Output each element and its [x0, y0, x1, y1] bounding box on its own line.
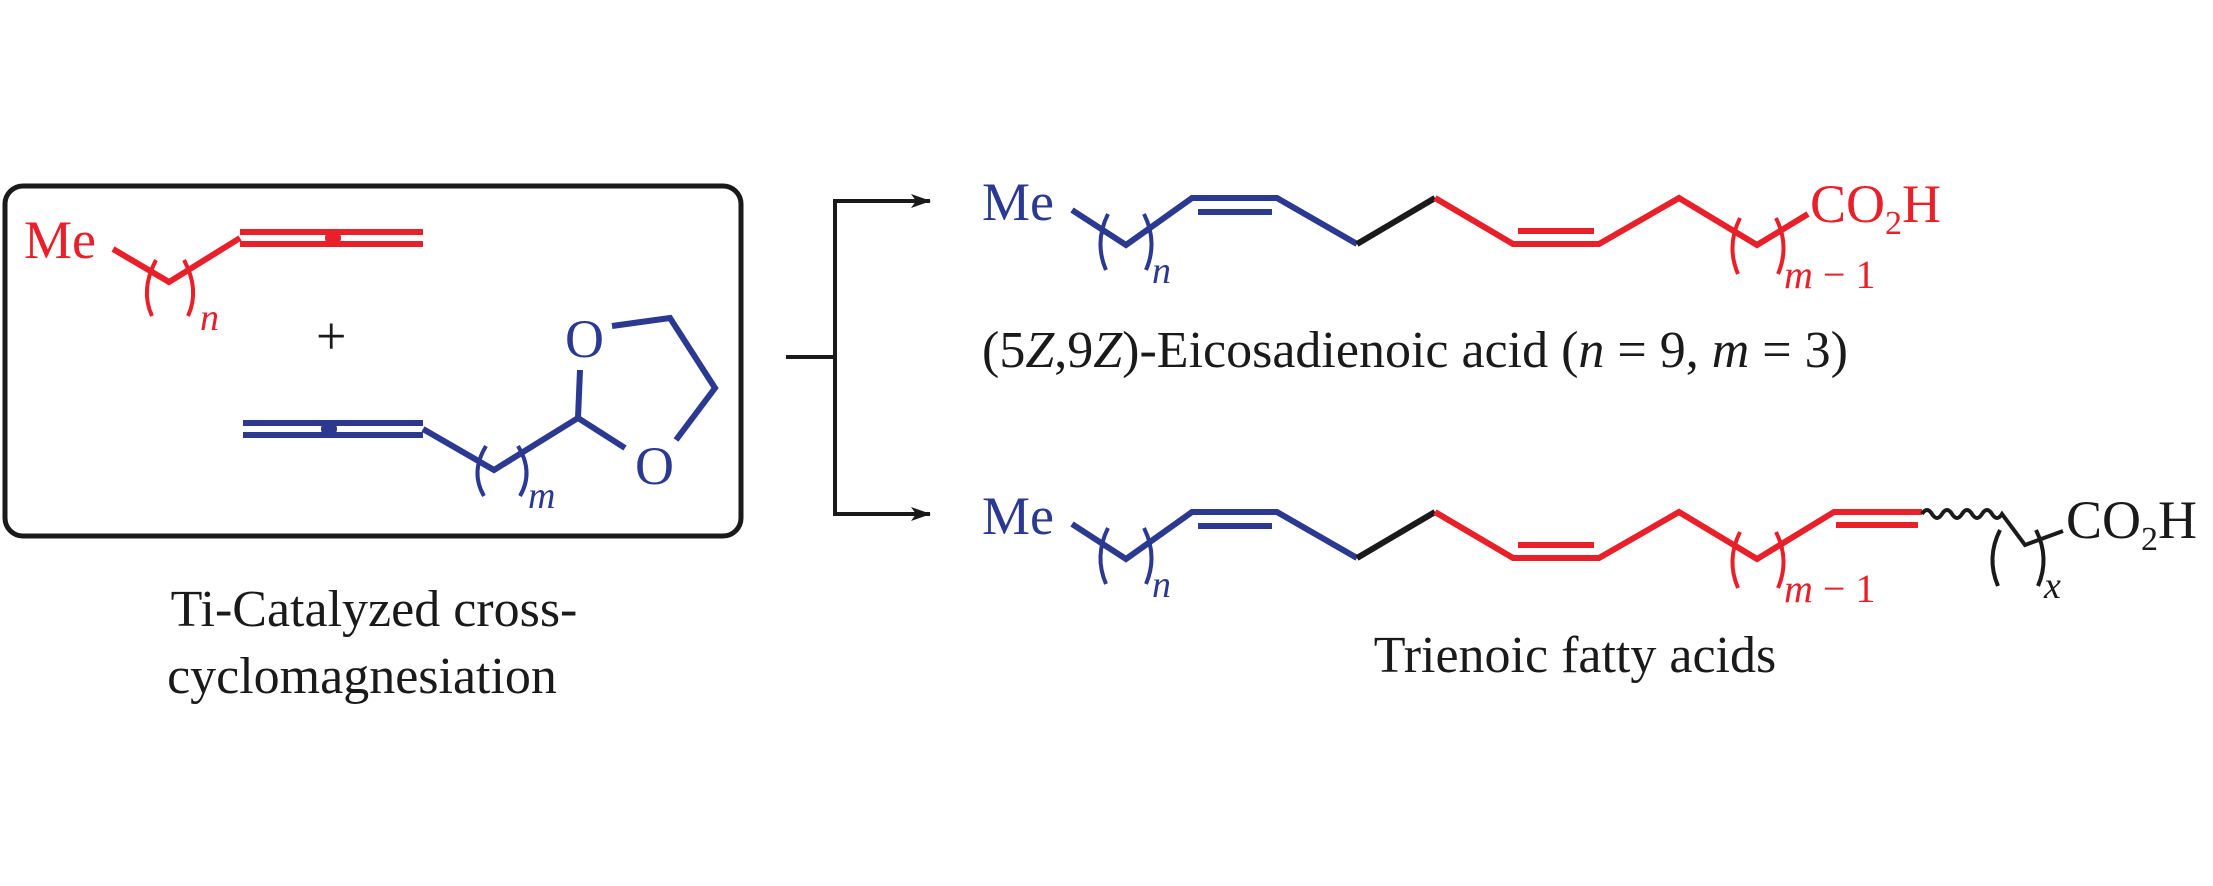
repeat-bracket-left: [1098, 213, 1110, 271]
oxygen-bottom-label: O: [635, 436, 674, 496]
acetal-bond: [575, 369, 583, 419]
reactant-caption-line2: cyclomagnesiation: [167, 648, 557, 705]
repeat-index-m-minus-1: m − 1: [1784, 252, 1875, 297]
reactant-alkyne-1: Me n: [24, 210, 423, 339]
methyl-label: Me: [24, 210, 96, 270]
reactive-center-dot: [325, 230, 341, 246]
red-chain: [1433, 194, 1810, 249]
repeat-bracket-left: [1098, 527, 1110, 585]
product-1-caption: (5Z,9Z)-Eicosadienoic acid (n = 9, m = 3…: [982, 322, 1848, 379]
blue-chain: [1070, 195, 1359, 249]
carboxylic-acid-label: CO2H: [1810, 174, 1941, 242]
reactant-caption-line1: Ti-Catalyzed cross-: [171, 581, 578, 638]
reactant-alkyne-2: O O m: [243, 309, 719, 517]
dioxolane-ring: [611, 314, 719, 442]
product-2-trienoic-fatty-acids: Me n m − 1 x CO2H: [982, 486, 2197, 611]
reactive-center-dot: [321, 421, 337, 437]
repeat-bracket-left: [1990, 529, 2002, 587]
new-bond: [1355, 509, 1437, 561]
plus-sign: +: [316, 306, 346, 366]
repeat-bracket-right: [1142, 213, 1154, 271]
repeat-bracket-left: [1730, 217, 1742, 275]
new-bond: [1355, 195, 1437, 247]
repeat-bracket-left: [475, 444, 488, 498]
repeat-bracket-right: [2034, 529, 2046, 587]
repeat-bracket-right: [516, 444, 529, 498]
reactant-box: [2, 183, 744, 539]
repeat-bracket-right: [1774, 531, 1786, 589]
repeat-index-n: n: [200, 297, 219, 339]
blue-chain: [1070, 509, 1359, 563]
oxygen-top-label: O: [565, 309, 604, 369]
repeat-bracket-left: [144, 259, 158, 317]
alkyl-chain: [421, 415, 580, 474]
repeat-index-x: x: [2043, 565, 2061, 607]
wavy-bond: [1920, 508, 2064, 548]
methyl-label: Me: [982, 486, 1054, 546]
repeat-bracket-right: [182, 259, 196, 317]
repeat-index-m: m: [528, 475, 555, 517]
branching-reaction-arrow: [786, 194, 931, 521]
acetal-bond: [576, 415, 627, 451]
red-chain: [1433, 508, 1922, 563]
repeat-index-n: n: [1152, 250, 1171, 292]
product-2-caption: Trienoic fatty acids: [1374, 627, 1776, 684]
alkyl-chain: [111, 235, 242, 286]
product-1-eicosadienoic-acid: Me n m − 1 CO2H: [982, 172, 1941, 297]
repeat-index-n: n: [1152, 564, 1171, 606]
methyl-label: Me: [982, 172, 1054, 232]
carboxylic-acid-label: CO2H: [2066, 490, 2197, 558]
repeat-bracket-right: [1774, 217, 1786, 275]
repeat-bracket-left: [1730, 531, 1742, 589]
repeat-bracket-right: [1142, 527, 1154, 585]
repeat-index-m-minus-1: m − 1: [1784, 566, 1875, 611]
